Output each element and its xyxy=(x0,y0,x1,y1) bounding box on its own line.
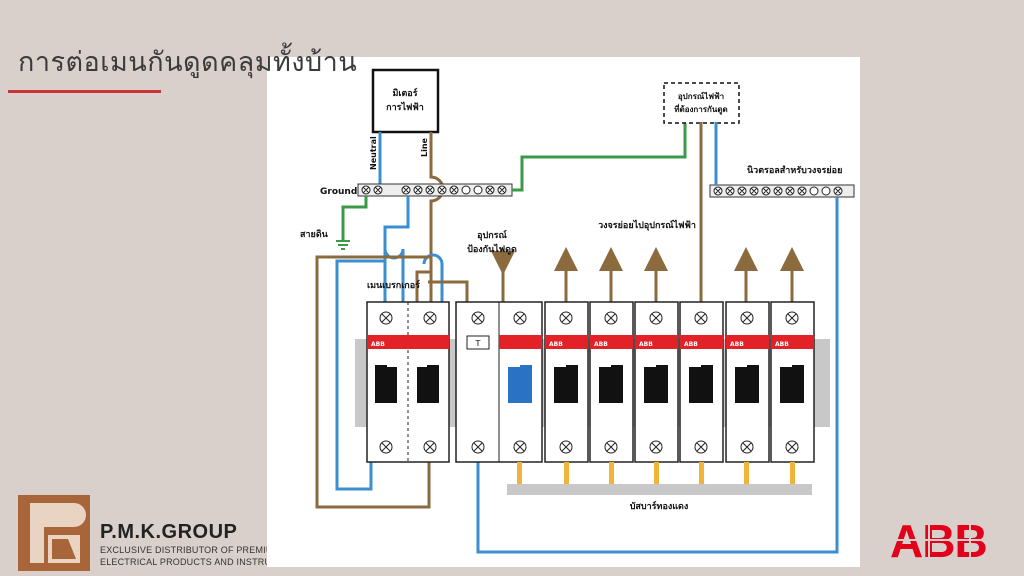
company-name: P.M.K.GROUP xyxy=(100,521,238,543)
brand-label: ABB xyxy=(371,341,385,348)
rcd-test-button: T xyxy=(475,339,481,348)
svg-text:ABB: ABB xyxy=(594,341,608,348)
busbar-label: บัสบาร์ทองแดง xyxy=(630,500,689,512)
neutral-terminal-bar xyxy=(709,184,855,198)
rcd-device: T xyxy=(455,301,543,463)
svg-text:ABB: ABB xyxy=(775,341,789,348)
line-label: Line xyxy=(420,137,429,157)
rcd-neutral-return xyxy=(476,197,839,554)
title-underline xyxy=(8,90,161,93)
meter-label-2: การไฟฟ้า xyxy=(386,101,424,113)
company-tagline-1: EXCLUSIVE DISTRIBUTOR OF PREMIUM xyxy=(100,545,281,555)
main-breaker-label: เมนเบรกเกอร์ xyxy=(367,279,420,291)
protected-device-label-1: อุปกรณ์ไฟฟ้า xyxy=(678,91,724,102)
company-tagline-2: ELECTRICAL PRODUCTS AND INSTRUMENTS xyxy=(100,557,304,567)
line-wire-meter xyxy=(429,132,445,264)
branch-breakers: ABB ABB ABB ABB ABB xyxy=(544,301,815,463)
branch-arrows xyxy=(554,247,804,302)
ground-terminal-bar xyxy=(357,183,513,197)
abb-logo: ABB xyxy=(888,515,1010,567)
slide-title: การต่อเมนกันดูดคลุมทั้งบ้าน xyxy=(18,47,358,78)
branch-label: วงจรย่อยไปอุปกรณ์ไฟฟ้า xyxy=(598,219,696,231)
meter-box: มิเตอร์ การไฟฟ้า xyxy=(371,68,440,134)
meter-label-1: มิเตอร์ xyxy=(392,87,417,99)
svg-text:ABB: ABB xyxy=(639,341,653,348)
ground-wire-device xyxy=(520,121,687,184)
ground-label: Ground xyxy=(320,187,357,197)
rcd-label-2: ป้องกันไฟดูด xyxy=(467,243,517,255)
earth-symbol xyxy=(336,240,350,250)
protected-device-label-2: ที่ต้องการกันดูด xyxy=(674,103,728,115)
neutral-bar-label: นิวตรอลสำหรับวงจรย่อย xyxy=(747,165,843,176)
earth-label: สายดิน xyxy=(300,229,329,240)
svg-text:ABB: ABB xyxy=(730,341,744,348)
main-breaker: ABB xyxy=(366,301,450,463)
svg-text:ABB: ABB xyxy=(549,341,563,348)
rcd-label-1: อุปกรณ์ xyxy=(477,229,507,241)
protected-device-box: อุปกรณ์ไฟฟ้า ที่ต้องการกันดูด xyxy=(663,82,740,124)
svg-text:ABB: ABB xyxy=(684,341,698,348)
neutral-label: Neutral xyxy=(369,136,378,170)
wiring-diagram: มิเตอร์ การไฟฟ้า Neutral Line Ground สาย… xyxy=(267,57,860,567)
copper-busbar xyxy=(507,462,812,495)
pmk-logo xyxy=(18,495,90,571)
earth-wire xyxy=(341,196,368,240)
